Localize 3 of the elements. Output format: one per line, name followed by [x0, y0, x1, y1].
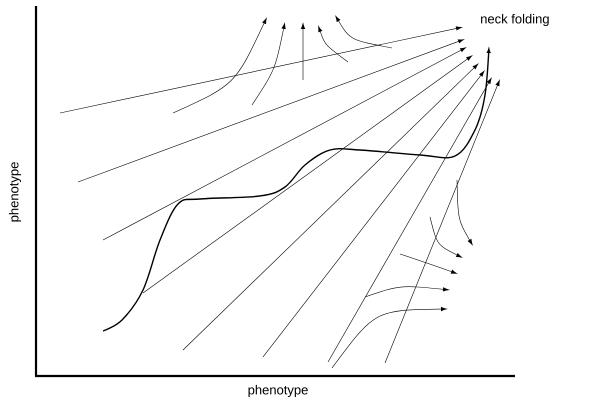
annotation-label: neck folding — [481, 14, 549, 26]
axis-label: phenotype — [8, 162, 22, 222]
axis-label: phenotype — [248, 384, 308, 398]
